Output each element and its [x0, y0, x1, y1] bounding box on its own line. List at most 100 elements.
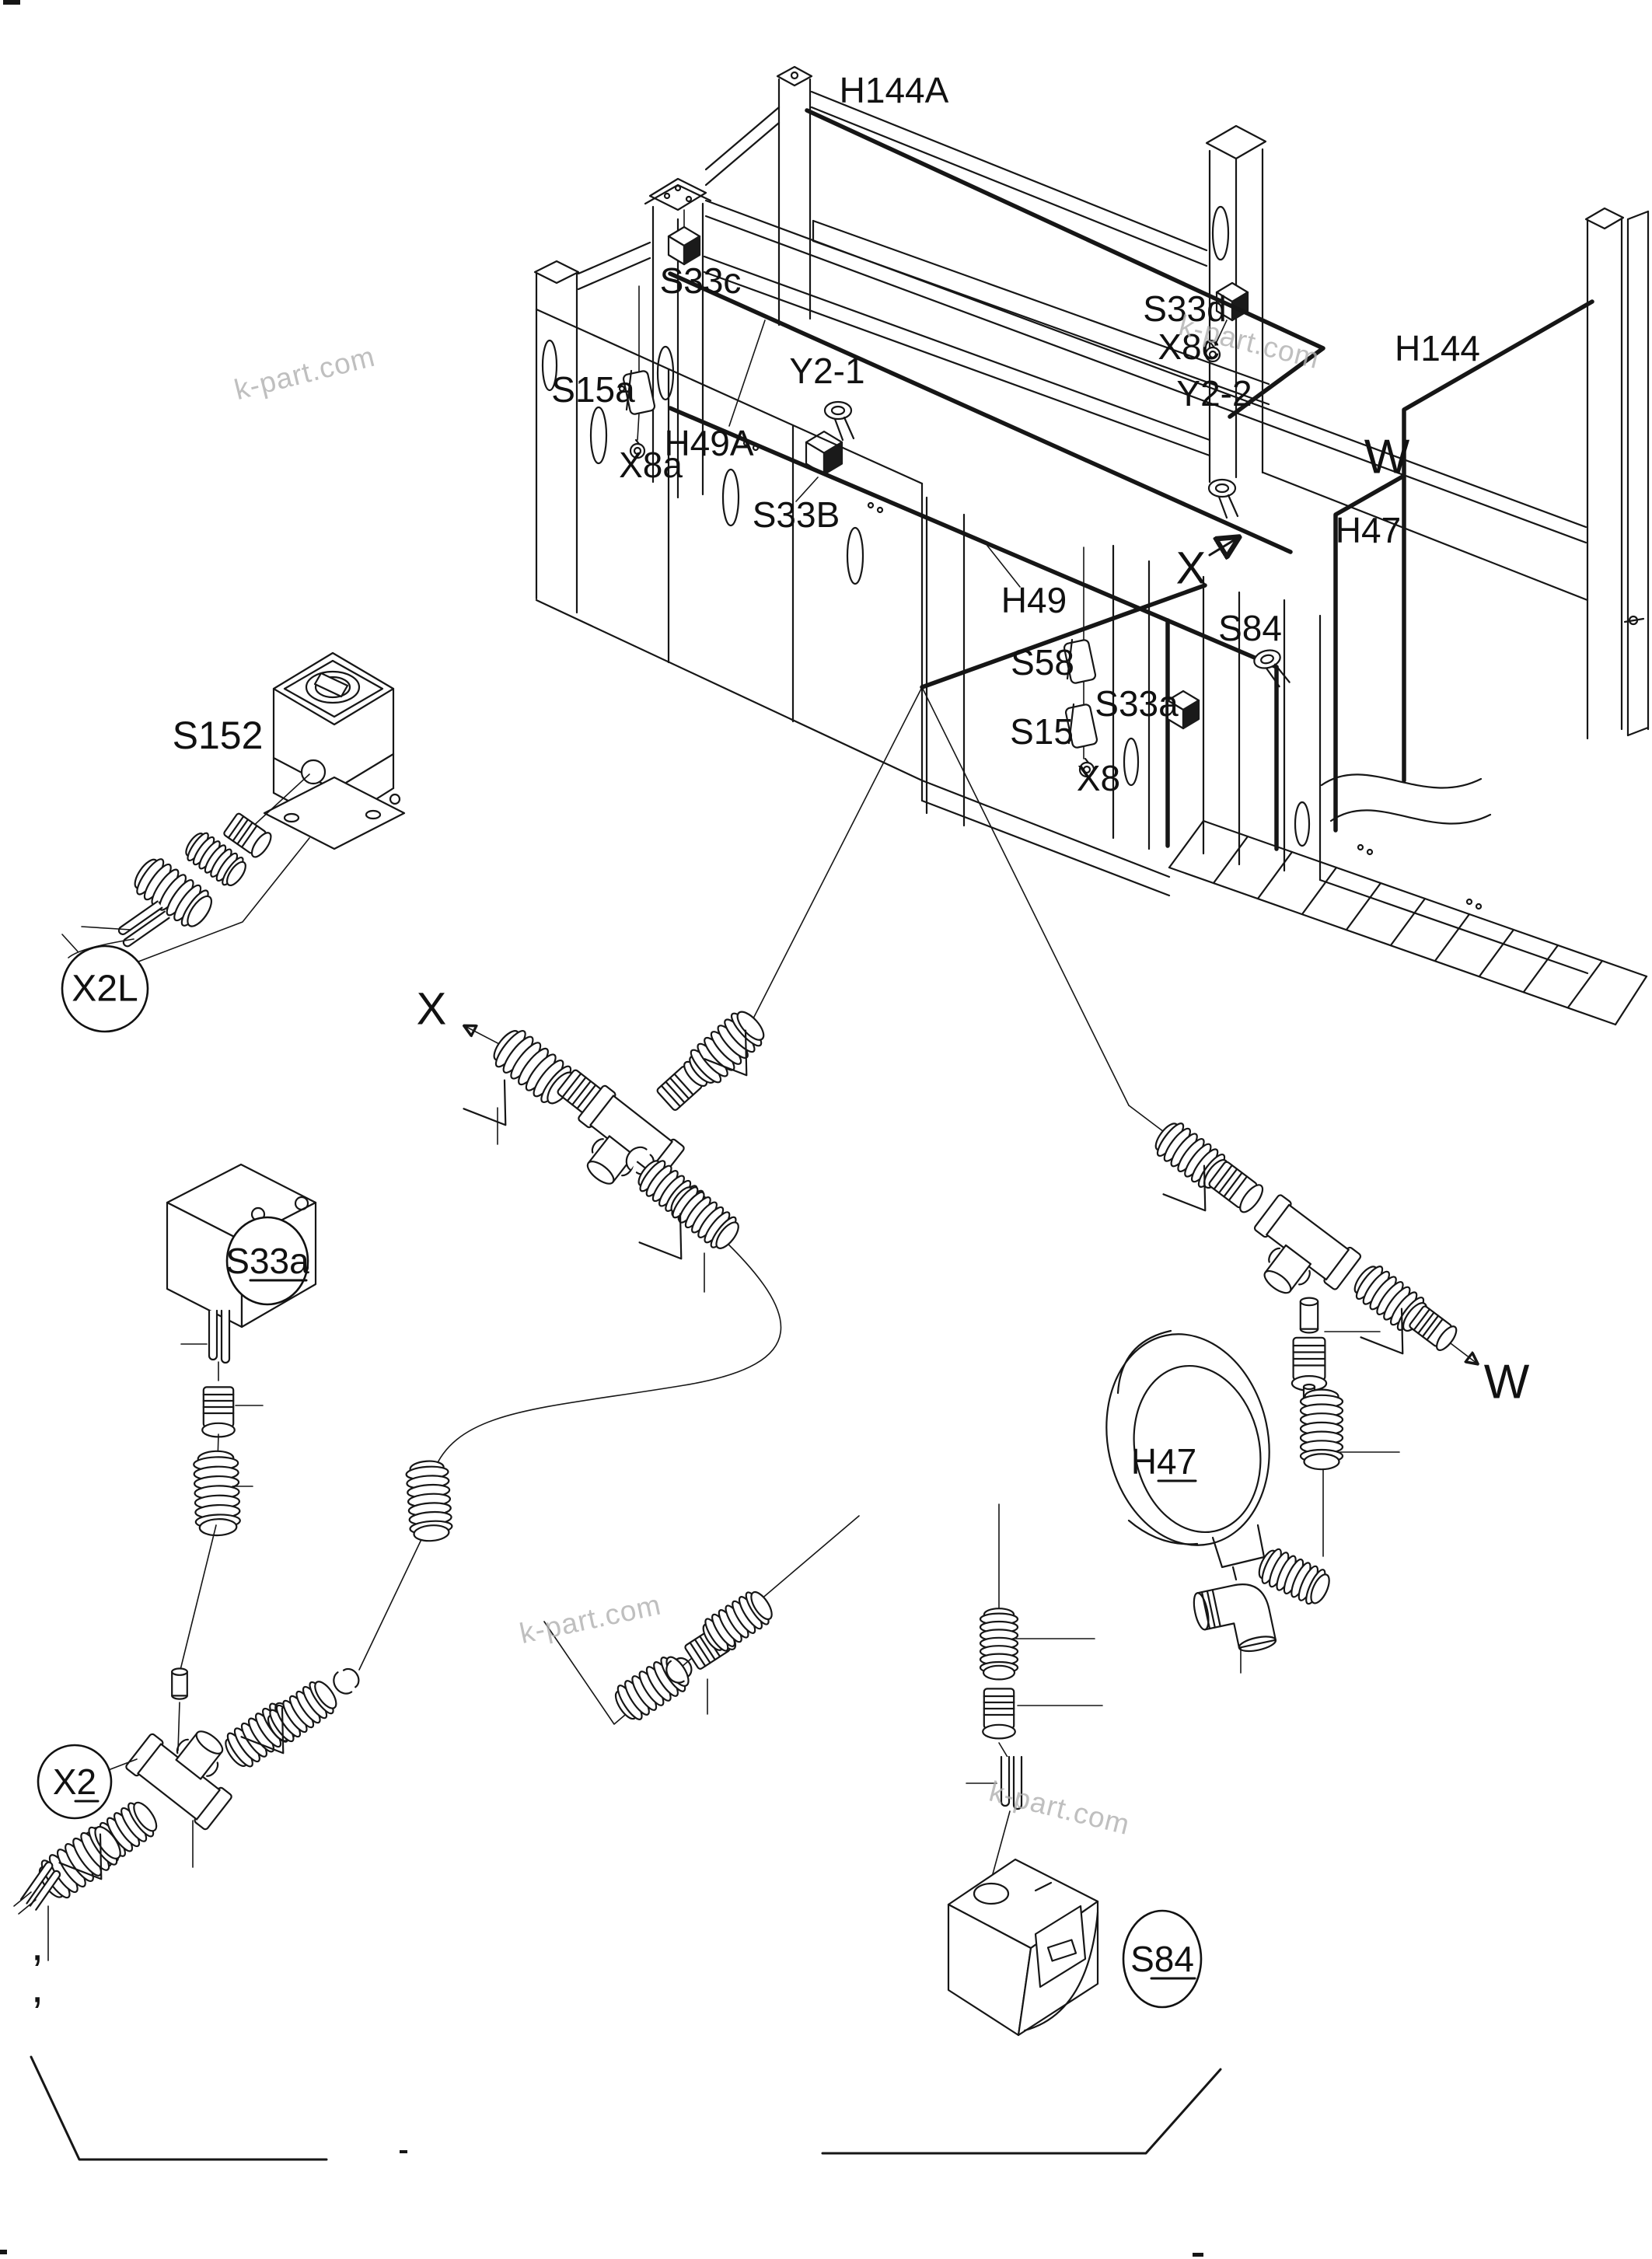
part-label-x-chain: X: [417, 984, 447, 1035]
part-label-h49a: H49A: [664, 423, 753, 463]
label-text-x-frame: X: [1176, 543, 1207, 594]
frame-post-tall: [777, 67, 812, 325]
label-text-s33a-circled: S33a: [225, 1241, 309, 1281]
watermark-text: k-part.com: [517, 1589, 664, 1650]
w-tee-hose-chain: [1129, 1105, 1477, 1673]
part-label-s33c: S33c: [660, 260, 742, 301]
label-text-s58: S58: [1011, 642, 1074, 683]
part-label-s33a-frame: S33a: [1095, 683, 1179, 724]
x2-tee-assembly: [14, 1663, 365, 1960]
label-text-h47-horn: H47: [1131, 1441, 1196, 1482]
part-label-s58: S58: [1011, 642, 1074, 683]
corrugated-fitting: [980, 1608, 1018, 1681]
part-label-w-chain: W: [1484, 1356, 1530, 1409]
label-text-y2-2: Y2-2: [1176, 373, 1252, 414]
s152-switch-assembly: [62, 653, 404, 962]
part-label-comma-2: ,: [31, 1962, 44, 2013]
label-text-s33d: S33d: [1143, 288, 1226, 329]
hanging-sensors: [621, 286, 1291, 778]
part-label-x-frame: X: [1176, 543, 1207, 594]
y2-2-gland: [1207, 478, 1239, 519]
h47-cable: [1336, 476, 1404, 830]
threaded-fitting: [982, 1688, 1016, 1740]
part-label-h47-horn: H47: [1131, 1441, 1196, 1482]
diagonal-hose-chain: [544, 1516, 859, 1727]
frame-interior-posts: [927, 498, 1320, 880]
label-text-x8: X8: [1077, 758, 1120, 798]
part-label-y2-1: Y2-1: [789, 351, 864, 391]
label-text-h144a: H144A: [840, 70, 949, 110]
label-text-w-chain: W: [1484, 1356, 1530, 1409]
part-label-s33b: S33B: [753, 494, 840, 535]
label-text-s15a: S15a: [551, 369, 635, 410]
adapter-cylinder: [171, 1667, 188, 1700]
part-label-s33a-circled: S33a: [225, 1217, 309, 1304]
label-text-x-chain: X: [417, 984, 447, 1035]
h49a-cable: [670, 274, 1291, 552]
x-frame-arrow: [1210, 538, 1238, 555]
corrugated-fitting: [1300, 1388, 1343, 1471]
watermark-text: k-part.com: [231, 340, 378, 406]
label-circle-x2l: [62, 946, 148, 1032]
label-text-w-frame: W: [1364, 431, 1410, 484]
part-label-x8c: X8c: [1158, 326, 1219, 367]
h144a-cable: [807, 110, 1323, 417]
s84-box-chain: [948, 1504, 1102, 2035]
part-label-y2-2: Y2-2: [1176, 373, 1252, 414]
frame-crossbeam: [796, 221, 1269, 501]
label-text-s15: S15: [1010, 711, 1074, 752]
part-label-h49: H49: [1001, 580, 1067, 620]
s33c-sensor-cube: [667, 225, 701, 266]
part-label-s15: S15: [1010, 711, 1074, 752]
frame-post-far-right: [1586, 208, 1648, 738]
label-text-comma-2: ,: [31, 1962, 44, 2013]
watermark-text: k-part.com: [986, 1775, 1133, 1841]
label-text-h47-frame: H47: [1336, 510, 1401, 550]
part-label-x2l: X2L: [62, 946, 148, 1032]
adapter-cylinder: [1299, 1297, 1319, 1334]
part-label-x8: X8: [1077, 758, 1120, 798]
part-label-x8a: X8a: [619, 445, 683, 485]
tee-fitting: [1231, 1192, 1363, 1320]
label-text-comma-1: ,: [31, 1920, 44, 1971]
corrugated-fitting: [404, 1458, 454, 1543]
frame-post-left: [535, 261, 578, 613]
part-label-h144a: H144A: [840, 70, 949, 110]
label-text-h49: H49: [1001, 580, 1067, 620]
hose-clamp: [329, 1663, 365, 1699]
threaded-fitting: [201, 1386, 236, 1438]
ribbed-sleeve: [1291, 1336, 1328, 1391]
corrugated-fitting: [192, 1449, 242, 1538]
frame-right-floor: [922, 473, 1587, 973]
h144-w-cable: [1404, 302, 1592, 780]
part-label-s84-frame: S84: [1218, 608, 1282, 648]
page-border-lines: [0, 0, 1221, 2257]
label-text-s84-frame: S84: [1218, 608, 1282, 648]
part-label-w-frame: W: [1364, 431, 1410, 484]
corrugated-fitting: [609, 1650, 696, 1727]
label-text-x2-circled: X2: [53, 1761, 96, 1802]
x-tee-hose-chain: [359, 1004, 781, 1670]
part-label-s152: S152: [173, 714, 264, 757]
h49-cable: [670, 408, 1277, 667]
part-label-h47-frame: H47: [1336, 510, 1401, 550]
machine-frame: [535, 67, 1648, 1105]
frame-ladder-base: [1169, 821, 1647, 1025]
part-label-comma-1: ,: [31, 1920, 44, 1971]
part-label-x2-circled: X2: [38, 1745, 111, 1818]
harness-cables: [670, 110, 1592, 1105]
label-text-s33b: S33B: [753, 494, 840, 535]
part-label-s15a: S15a: [551, 369, 635, 410]
label-text-x8c: X8c: [1158, 326, 1219, 367]
wire-fork-terminal: [208, 1309, 231, 1364]
label-text-h49a: H49A: [664, 423, 753, 463]
label-circle-s84-circled: [1123, 1911, 1201, 2007]
label-text-s152: S152: [173, 714, 264, 757]
label-text-s33c: S33c: [660, 260, 742, 301]
label-text-h144: H144: [1395, 328, 1480, 368]
part-label-h144: H144: [1395, 328, 1480, 368]
